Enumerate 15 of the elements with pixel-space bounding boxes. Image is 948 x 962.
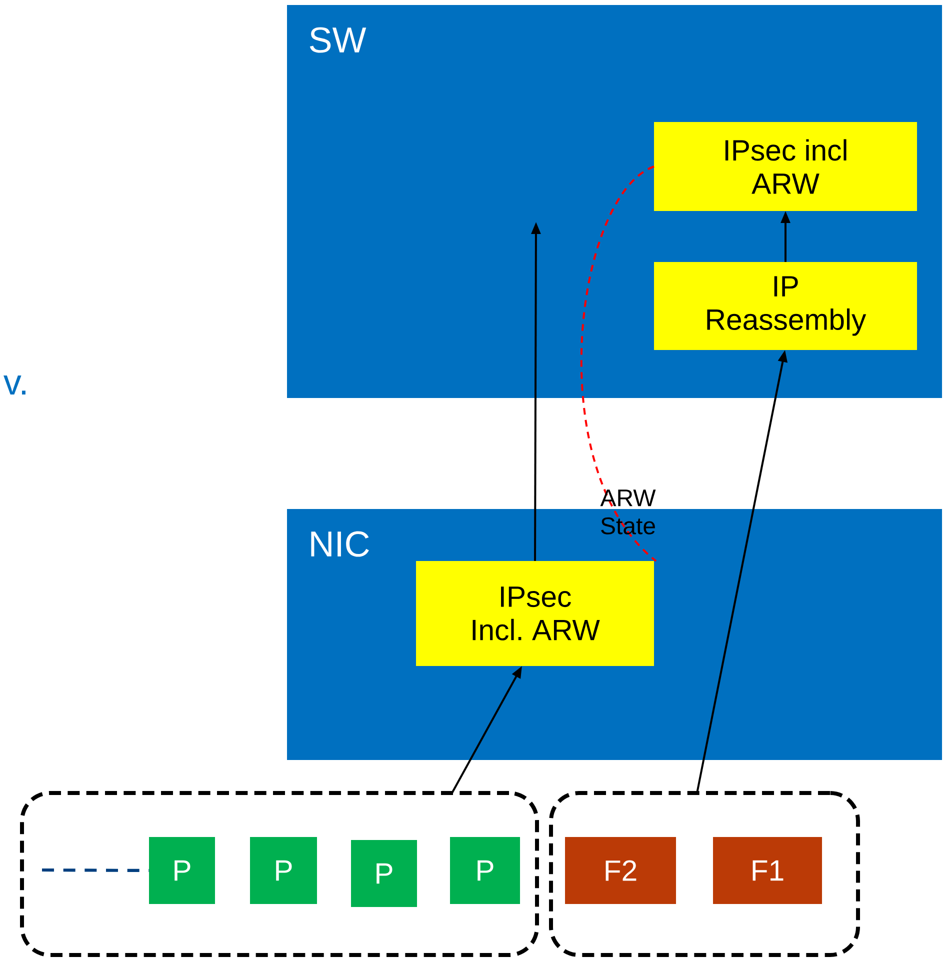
fragment-box: F1 (713, 837, 822, 904)
connector-line (42, 868, 149, 872)
packet-box: P (351, 840, 417, 908)
packet-box: P (149, 837, 215, 904)
edge-label: ARW State (600, 490, 656, 534)
packet-group-frame (20, 791, 539, 957)
side-text: v. (4, 375, 26, 394)
process-box: IPsec incl ARW (654, 122, 918, 211)
process-box: IP Reassembly (654, 262, 918, 350)
connector-line (580, 166, 657, 562)
fragment-box: F2 (565, 837, 676, 904)
process-box: IPsec Incl. ARW (416, 561, 654, 666)
packet-box: P (450, 837, 520, 904)
packet-box: P (250, 837, 317, 904)
packet-group-frame (549, 791, 860, 957)
